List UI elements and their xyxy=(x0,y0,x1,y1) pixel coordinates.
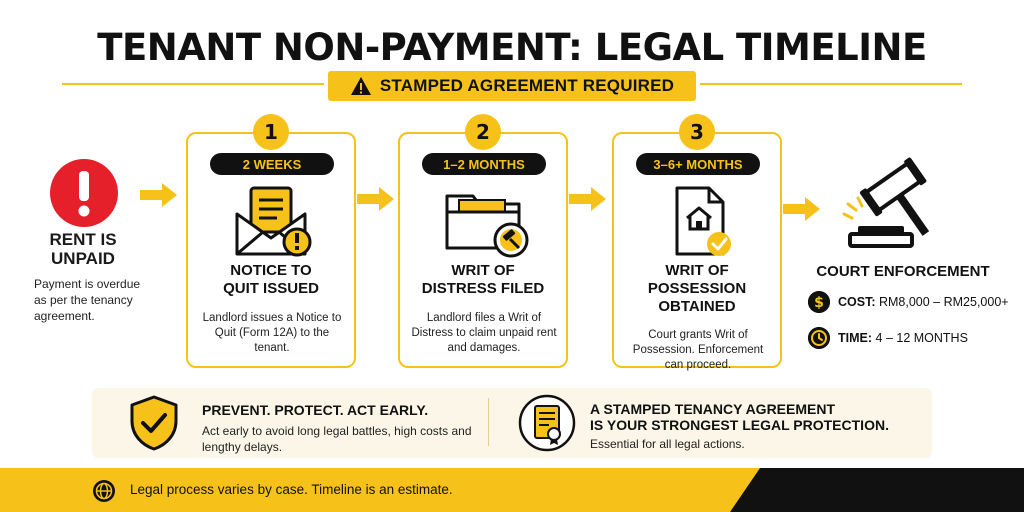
envelope-icon xyxy=(235,186,312,257)
advice-panel xyxy=(92,388,932,458)
court-cost-row: $ COST: RM8,000 – RM25,000+ xyxy=(808,291,1009,313)
prevent-title: PREVENT. PROTECT. ACT EARLY. xyxy=(202,402,429,418)
step-card-1: 1 2 WEEKS NOTICE TO QUIT ISSUED Landlord… xyxy=(186,114,356,368)
step-desc: Court grants Writ of Possession. Enforce… xyxy=(632,329,764,371)
step-duration: 1–2 MONTHS xyxy=(422,153,546,175)
step-desc: Landlord files a Writ of Distress to cla… xyxy=(411,312,557,354)
step-number: 3 xyxy=(679,114,715,150)
stamped-agreement-title: A STAMPED TENANCY AGREEMENT IS YOUR STRO… xyxy=(590,401,889,433)
step-number: 2 xyxy=(465,114,501,150)
step-duration: 2 WEEKS xyxy=(210,153,334,175)
clock-icon xyxy=(808,327,830,349)
step-title: NOTICE TO QUIT ISSUED xyxy=(223,262,319,297)
court-time-row: TIME: 4 – 12 MONTHS xyxy=(808,327,968,349)
globe-icon xyxy=(93,480,115,502)
warning-icon xyxy=(350,77,371,95)
footer-dark-stripe xyxy=(730,468,1024,512)
rent-unpaid-desc: Payment is overdue as per the tenancy ag… xyxy=(34,277,141,323)
svg-text:$: $ xyxy=(814,295,824,311)
court-enforcement-title: COURT ENFORCEMENT xyxy=(816,263,990,280)
step-number: 1 xyxy=(253,114,289,150)
title-rule-left xyxy=(62,83,324,85)
exclamation-icon xyxy=(50,159,118,227)
step-title: WRIT OF POSSESSION OBTAINED xyxy=(647,262,747,315)
step-title: WRIT OF DISTRESS FILED xyxy=(421,262,545,297)
banner-text: STAMPED AGREEMENT REQUIRED xyxy=(379,76,675,95)
prevent-desc: Act early to avoid long legal battles, h… xyxy=(202,424,472,454)
step-duration: 3–6+ MONTHS xyxy=(636,153,760,175)
step-card-3: 3 3–6+ MONTHS WRIT OF POSSESSION OBTAINE… xyxy=(612,114,782,371)
rent-unpaid-title: RENT IS UNPAID xyxy=(49,230,117,268)
step-desc: Landlord issues a Notice to Quit (Form 1… xyxy=(202,312,342,354)
shield-check-icon xyxy=(130,395,178,451)
folder-gavel-icon xyxy=(445,194,529,258)
footer-disclaimer: Legal process varies by case. Timeline i… xyxy=(130,482,453,497)
gavel-icon xyxy=(842,157,930,248)
arrow-right-icon xyxy=(140,183,177,207)
certificate-icon xyxy=(518,394,576,452)
requirement-banner: STAMPED AGREEMENT REQUIRED xyxy=(328,71,696,101)
stamped-agreement-desc: Essential for all legal actions. xyxy=(590,437,745,451)
arrow-right-icon xyxy=(569,187,606,211)
arrow-right-icon xyxy=(357,187,394,211)
page-title: TENANT NON-PAYMENT: LEGAL TIMELINE xyxy=(97,26,927,69)
step-card-2: 2 1–2 MONTHS WRIT OF DISTRESS FILED Land… xyxy=(398,114,568,368)
arrow-right-icon xyxy=(783,197,820,221)
house-document-icon xyxy=(675,186,731,256)
title-rule-right xyxy=(700,83,962,85)
dollar-icon: $ xyxy=(808,291,830,313)
panel-divider xyxy=(488,398,489,446)
footer-bar: Legal process varies by case. Timeline i… xyxy=(0,468,1024,512)
